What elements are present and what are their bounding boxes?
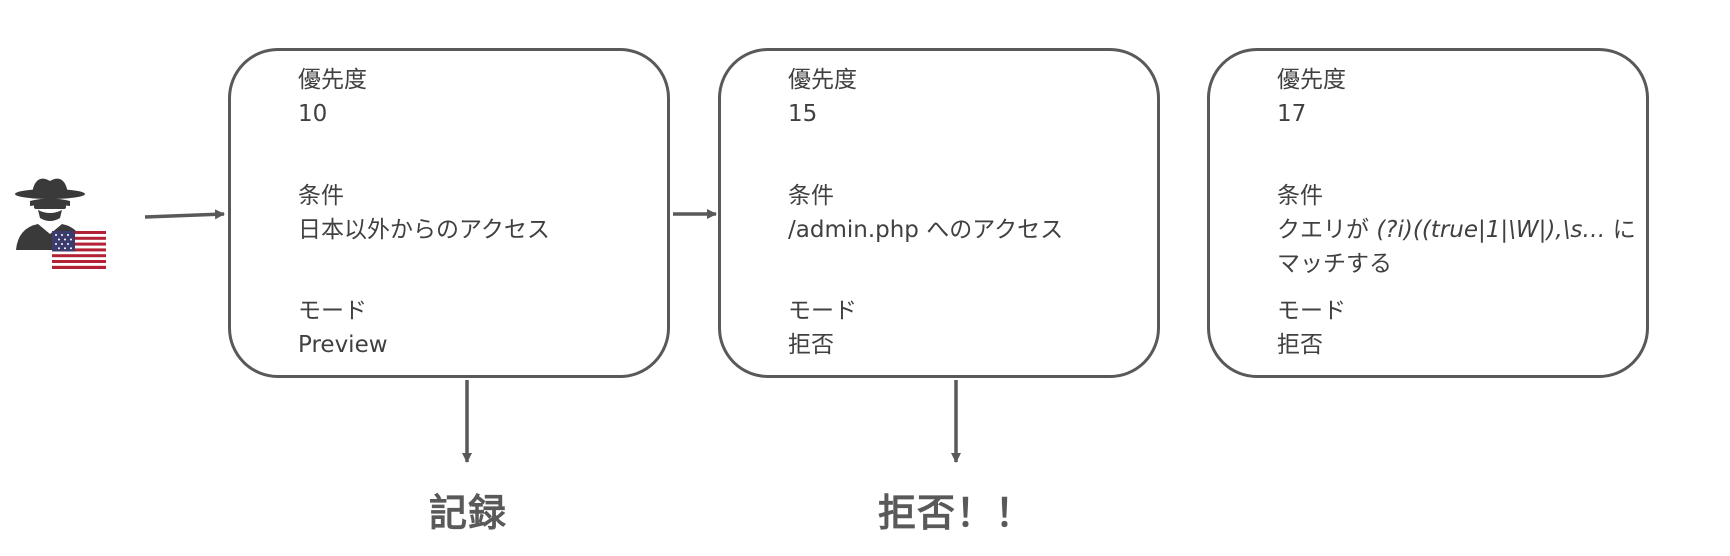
condition-value: クエリが (?i)((true|1|\W|),\s… にマッチする [1277,213,1657,281]
attacker [14,174,110,274]
condition-value: /admin.php へのアクセス [788,217,1064,243]
mode-field: モード 拒否 [1277,294,1346,362]
condition-field: 条件 日本以外からのアクセス [298,179,678,247]
condition-value: 日本以外からのアクセス [298,217,550,243]
priority-label: 優先度 [1277,67,1346,93]
rule-box-2: 優先度 15 条件 /admin.php へのアクセス モード 拒否 [718,48,1160,378]
condition-label: 条件 [1277,183,1323,209]
mode-label: モード [298,298,367,324]
mode-value: Preview [298,332,388,358]
priority-label: 優先度 [298,67,367,93]
outcome-deny: 拒否！！ [878,491,1035,535]
mode-field: モード Preview [298,294,388,362]
condition-field: 条件 /admin.php へのアクセス [788,179,1168,247]
priority-label: 優先度 [788,67,857,93]
condition-prefix: クエリが [1277,217,1377,243]
rule-box-3: 優先度 17 条件 クエリが (?i)((true|1|\W|),\s… にマッ… [1207,48,1649,378]
mode-field: モード 拒否 [788,294,857,362]
mode-label: モード [1277,298,1346,324]
us-flag-icon [52,231,106,269]
condition-regex: (?i)((true|1|\W|),\s… [1376,217,1606,243]
priority-field: 優先度 10 [298,63,367,131]
priority-field: 優先度 17 [1277,63,1346,131]
outcome-log: 記録 [429,491,508,535]
mode-value: 拒否 [788,332,834,358]
condition-label: 条件 [788,183,834,209]
arrow-attacker-to-rule-1 [144,209,225,220]
priority-value: 15 [788,101,818,127]
mode-label: モード [788,298,857,324]
condition-label: 条件 [298,183,344,209]
mode-value: 拒否 [1277,332,1323,358]
condition-suffix: にマッチする [1277,217,1636,277]
priority-value: 10 [298,101,328,127]
condition-field: 条件 クエリが (?i)((true|1|\W|),\s… にマッチする [1277,179,1657,281]
priority-field: 優先度 15 [788,63,857,131]
priority-value: 17 [1277,101,1307,127]
rule-box-1: 優先度 10 条件 日本以外からのアクセス モード Preview [228,48,670,378]
